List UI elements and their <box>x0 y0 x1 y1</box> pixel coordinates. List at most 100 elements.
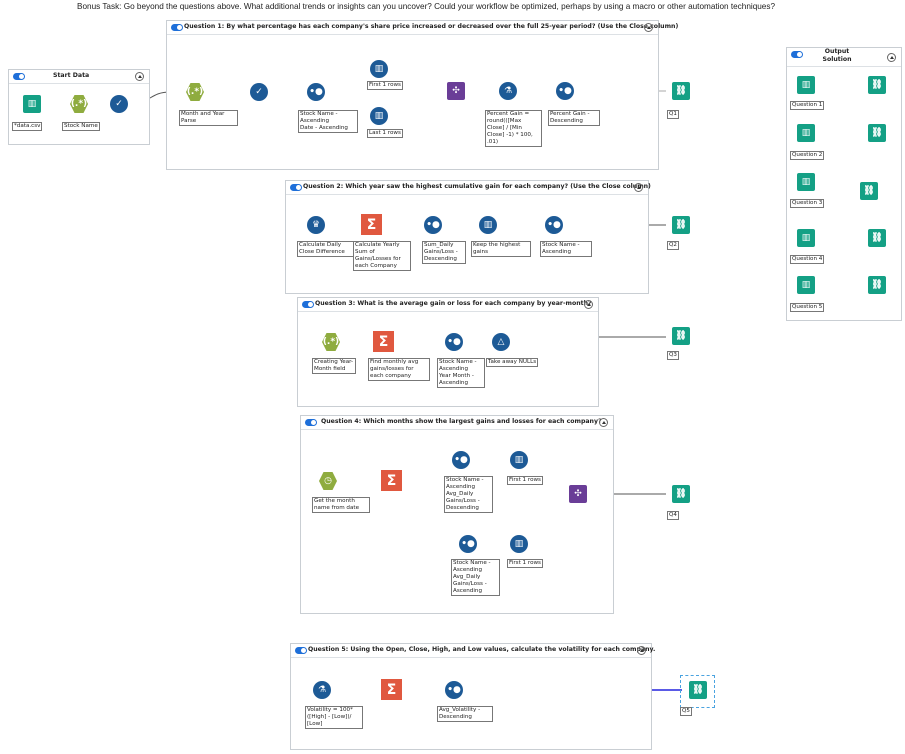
sort-tool[interactable]: •● <box>307 83 325 101</box>
sigma-icon: Σ <box>386 681 397 698</box>
collapse-icon[interactable] <box>599 418 608 427</box>
browse-tool[interactable]: ⛓ <box>689 681 707 699</box>
browse-tool[interactable]: ⛓ <box>860 182 878 200</box>
sort-icon: •● <box>547 220 561 230</box>
input-data-tool[interactable]: ▥ <box>797 229 815 247</box>
input-data-tool[interactable]: ▥ <box>23 95 41 113</box>
tool-label: Avg_Volatility - Descending <box>437 706 493 722</box>
browse-tool[interactable]: ⛓ <box>672 216 690 234</box>
datetime-tool[interactable]: ◷ <box>319 472 337 490</box>
summarize-tool[interactable]: Σ <box>381 470 402 491</box>
container-header[interactable]: Question 5: Using the Open, Close, High,… <box>291 644 655 658</box>
tool-label: Question 4 <box>790 255 825 264</box>
summarize-tool[interactable]: Σ <box>373 331 394 352</box>
container-header[interactable]: Question 3: What is the average gain or … <box>298 298 598 312</box>
sort-tool[interactable]: •● <box>424 216 442 234</box>
collapse-icon[interactable] <box>634 183 643 192</box>
join-tool[interactable]: ✣ <box>447 82 465 100</box>
question2-container: Question 2: Which year saw the highest c… <box>285 180 651 294</box>
regex-icon: (.*) <box>322 337 340 347</box>
regex-tool[interactable]: (.*) <box>322 333 340 351</box>
toggle-icon[interactable] <box>302 301 314 308</box>
browse-tool[interactable]: ⛓ <box>868 276 886 294</box>
tool-label: *data.csv <box>12 122 43 131</box>
browse-tool[interactable]: ⛓ <box>868 76 886 94</box>
binoculars-icon: ⛓ <box>871 128 883 138</box>
sample-icon: ▥ <box>374 64 384 74</box>
collapse-icon[interactable] <box>637 646 646 655</box>
sample-tool[interactable]: ▥ <box>510 535 528 553</box>
binoculars-icon: ⛓ <box>675 86 687 96</box>
browse-tool[interactable]: ⛓ <box>672 485 690 503</box>
filter-icon: △ <box>497 337 505 347</box>
toggle-icon[interactable] <box>791 51 803 58</box>
tool-label: Stock Name - Ascending Avg_Daily Gains/L… <box>444 476 493 513</box>
toggle-icon[interactable] <box>290 184 302 191</box>
input-data-tool[interactable]: ▥ <box>797 276 815 294</box>
toggle-icon[interactable] <box>305 419 317 426</box>
sample-tool[interactable]: ▥ <box>370 107 388 125</box>
tool-label: Volatility = 100* ([High] - [Low])/ [Low… <box>305 706 363 729</box>
input-data-tool[interactable]: ▥ <box>797 173 815 191</box>
sort-icon: •● <box>309 87 323 97</box>
collapse-icon[interactable] <box>644 23 653 32</box>
tool-label: Creating Year- Month field <box>312 358 356 374</box>
formula-tool[interactable]: ⚗ <box>499 82 517 100</box>
select-tool[interactable]: ✓ <box>250 83 268 101</box>
sort-tool[interactable]: •● <box>556 82 574 100</box>
tool-label: Take away NULLs <box>486 358 539 367</box>
multi-row-formula-tool[interactable]: ♛ <box>307 216 325 234</box>
container-title: Start Data <box>53 72 90 79</box>
collapse-icon[interactable] <box>584 300 593 309</box>
book-icon: ▥ <box>801 233 811 243</box>
tool-label: Stock Name - Ascending Date - Ascending <box>298 110 358 133</box>
tool-label: Stock Name <box>62 122 100 131</box>
sort-tool[interactable]: •● <box>445 333 463 351</box>
browse-tool[interactable]: ⛓ <box>672 82 690 100</box>
sort-tool[interactable]: •● <box>459 535 477 553</box>
tool-label: First 1 rows <box>367 81 403 90</box>
browse-tool[interactable]: ⛓ <box>868 229 886 247</box>
toggle-icon[interactable] <box>13 73 25 80</box>
sort-tool[interactable]: •● <box>452 451 470 469</box>
container-header[interactable]: Output Solution <box>787 48 901 67</box>
sort-icon: •● <box>558 86 572 96</box>
binoculars-icon: ⛓ <box>675 331 687 341</box>
regex-tool[interactable]: (.*) <box>186 83 204 101</box>
filter-tool[interactable]: △ <box>492 333 510 351</box>
collapse-icon[interactable] <box>887 53 896 62</box>
toggle-icon[interactable] <box>171 24 183 31</box>
tool-label: Q1 <box>667 110 679 119</box>
regex-icon: (.*) <box>70 99 88 109</box>
input-data-tool[interactable]: ▥ <box>797 76 815 94</box>
binoculars-icon: ⛓ <box>871 233 883 243</box>
book-icon: ▥ <box>801 80 811 90</box>
collapse-icon[interactable] <box>135 72 144 81</box>
browse-tool[interactable]: ⛓ <box>672 327 690 345</box>
container-header[interactable]: Question 2: Which year saw the highest c… <box>286 181 651 195</box>
sample-tool[interactable]: ▥ <box>510 451 528 469</box>
sort-tool[interactable]: •● <box>445 681 463 699</box>
tool-label: Percent Gain = round(([Max Close] / [Min… <box>485 110 542 147</box>
container-header[interactable]: Start Data <box>9 70 149 84</box>
sample-tool[interactable]: ▥ <box>479 216 497 234</box>
browse-tool[interactable]: ⛓ <box>868 124 886 142</box>
summarize-tool[interactable]: Σ <box>381 679 402 700</box>
container-header[interactable]: Question 1: By what percentage has each … <box>167 21 678 35</box>
sample-icon: ▥ <box>514 539 524 549</box>
select-tool[interactable]: ✓ <box>110 95 128 113</box>
formula-tool[interactable]: ⚗ <box>313 681 331 699</box>
selection-box <box>680 675 715 708</box>
sigma-icon: Σ <box>366 216 377 233</box>
book-icon: ▥ <box>801 177 811 187</box>
container-header[interactable]: Question 4: Which months show the larges… <box>301 416 613 430</box>
sort-tool[interactable]: •● <box>545 216 563 234</box>
summarize-tool[interactable]: Σ <box>361 214 382 235</box>
sample-tool[interactable]: ▥ <box>370 60 388 78</box>
toggle-icon[interactable] <box>295 647 307 654</box>
tool-label: Find monthly avg gains/losses for each c… <box>368 358 430 381</box>
join-tool[interactable]: ✣ <box>569 485 587 503</box>
sort-icon: •● <box>426 220 440 230</box>
input-data-tool[interactable]: ▥ <box>797 124 815 142</box>
regex-tool[interactable]: (.*) <box>70 95 88 113</box>
